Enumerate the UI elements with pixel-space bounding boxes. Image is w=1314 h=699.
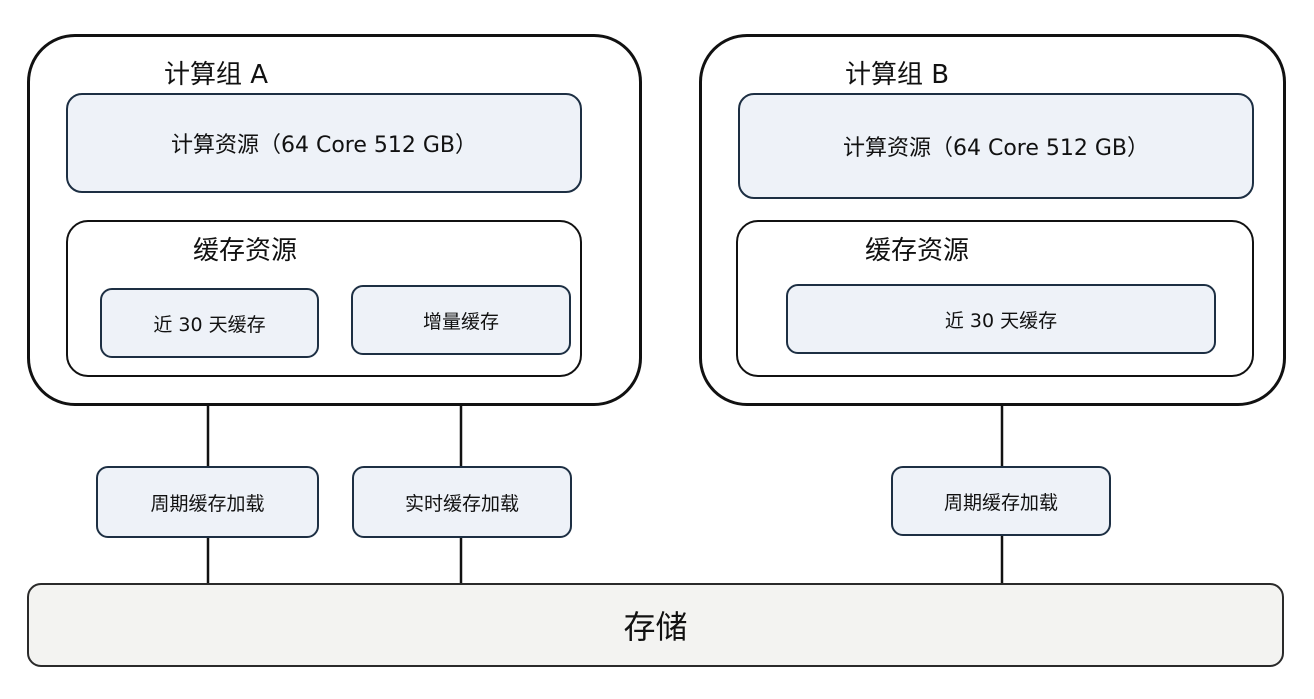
- cache-resource-b-title: 缓存资源: [865, 236, 970, 266]
- cache-30-days-b: 近 30 天缓存: [786, 284, 1216, 354]
- compute-resource-a: 计算资源（64 Core 512 GB）: [66, 93, 582, 193]
- periodic-cache-load-a: 周期缓存加载: [96, 466, 319, 538]
- periodic-cache-load-b: 周期缓存加载: [891, 466, 1111, 536]
- realtime-cache-load-a: 实时缓存加载: [352, 466, 572, 538]
- cache-incremental-a: 增量缓存: [351, 285, 571, 355]
- cache-30-days-a: 近 30 天缓存: [100, 288, 319, 358]
- compute-group-b-title: 计算组 B: [845, 60, 950, 90]
- compute-group-a-title: 计算组 A: [164, 60, 269, 90]
- compute-resource-b: 计算资源（64 Core 512 GB）: [738, 93, 1254, 199]
- cache-resource-a-title: 缓存资源: [193, 236, 298, 266]
- storage-layer: 存储: [27, 583, 1284, 667]
